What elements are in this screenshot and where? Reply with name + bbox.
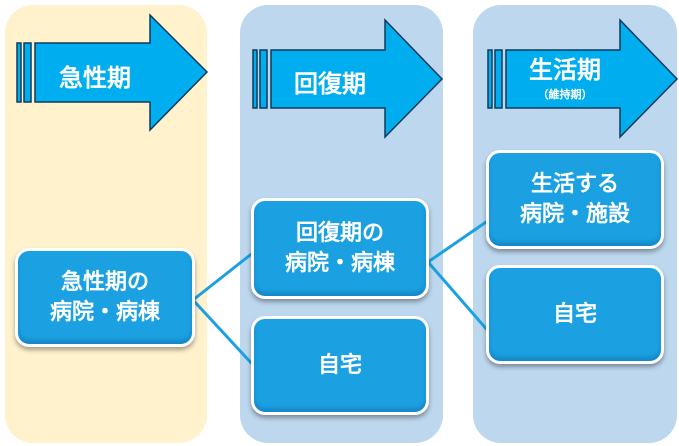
connector-line: [426, 261, 491, 333]
living-phase-arrow: [487, 18, 679, 139]
recovery-home-box: 自宅: [251, 316, 429, 415]
living-phase-label: 生活期 （維持期）: [510, 50, 620, 102]
connector-line: [192, 250, 255, 302]
connector-line: [191, 298, 256, 368]
phase-title: 急性期: [59, 64, 131, 92]
recovery-hospital-box: 回復期の病院・病棟: [251, 198, 429, 299]
recovery-phase-arrow: [252, 18, 444, 139]
box-line: 回復期の: [295, 220, 384, 246]
box-line: 生活する: [530, 171, 619, 197]
acute-phase-arrow: [16, 13, 209, 132]
acute-phase-label: 急性期: [40, 58, 150, 93]
connector-line: [427, 218, 490, 264]
box-line: 急性期の: [60, 269, 149, 295]
living-facility-box: 生活する病院・施設: [486, 150, 664, 249]
box-line: 病院・施設: [519, 201, 630, 227]
box-line: 自宅: [317, 352, 362, 378]
box-line: 病院・病棟: [284, 250, 395, 276]
box-line: 病院・病棟: [49, 299, 160, 325]
phase-title: 生活期: [529, 56, 601, 84]
living-home-box: 自宅: [486, 265, 664, 364]
box-line: 自宅: [552, 301, 597, 327]
phase-title: 回復期: [294, 70, 366, 98]
acute-hospital-box: 急性期の病院・病棟: [15, 248, 195, 347]
phase-subtitle: （維持期）: [537, 88, 593, 101]
recovery-phase-label: 回復期: [275, 64, 385, 99]
